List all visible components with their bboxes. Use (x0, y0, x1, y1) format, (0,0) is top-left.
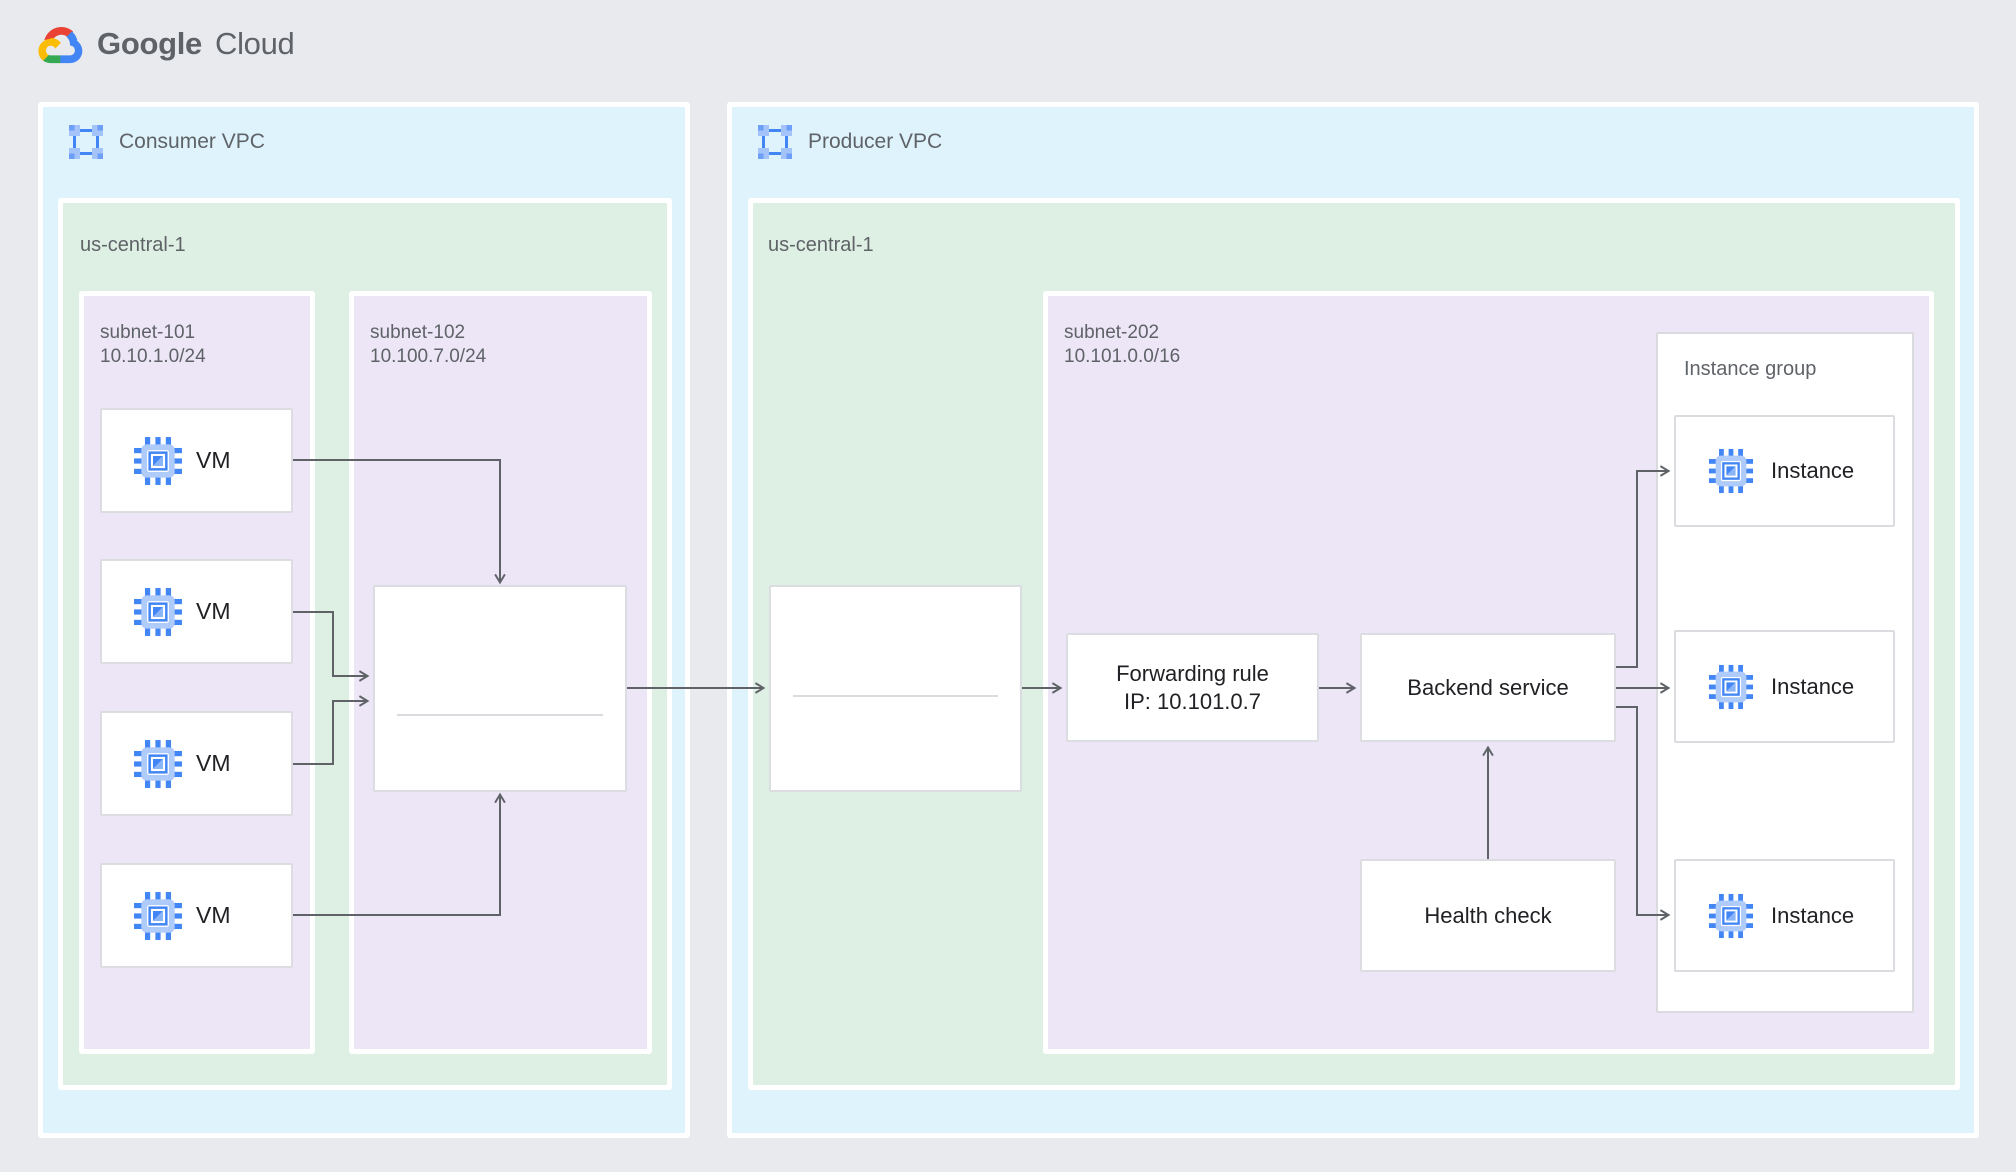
vm-node-2: VM (100, 559, 293, 664)
vm-label: VM (196, 750, 231, 776)
instance-node-2: Instance (1674, 630, 1895, 743)
psc-endpoint-node (373, 585, 627, 792)
vm-icon (133, 891, 183, 941)
vm-label: VM (196, 598, 231, 624)
subnet-202-label: subnet-202 10.101.0.0/16 (1064, 321, 1180, 369)
instance-node-1: Instance (1674, 415, 1895, 527)
vm-icon (133, 587, 183, 637)
forwarding-rule-node: Forwarding rule IP: 10.101.0.7 (1066, 633, 1319, 742)
vm-icon (133, 739, 183, 789)
instance-label: Instance (1771, 673, 1855, 699)
subnet-102-cidr: 10.100.7.0/24 (370, 346, 487, 367)
subnet-202-cidr: 10.101.0.0/16 (1064, 346, 1181, 367)
divider (793, 695, 998, 697)
google-cloud-logo: Google Cloud (36, 24, 295, 64)
service-attachment-node (769, 585, 1022, 792)
instance-label: Instance (1771, 458, 1855, 483)
google-cloud-logo-icon (36, 24, 84, 64)
instance-node-3: Instance (1674, 859, 1895, 972)
subnet-102-name: subnet-102 (370, 322, 466, 343)
producer-region-label: us-central-1 (768, 234, 874, 256)
vpc-network-icon (755, 122, 795, 162)
subnet-202-name: subnet-202 (1064, 322, 1160, 343)
vm-label: VM (196, 902, 231, 928)
subnet-102-label: subnet-102 10.100.7.0/24 (370, 321, 486, 369)
instance-icon (1708, 664, 1754, 710)
consumer-vpc-label: Consumer VPC (119, 130, 265, 153)
producer-vpc-label: Producer VPC (808, 130, 943, 153)
instance-icon (1708, 448, 1754, 494)
logo-text-cloud: Cloud (214, 26, 295, 61)
instance-label: Instance (1771, 902, 1855, 928)
logo-text-google: Google (97, 26, 202, 61)
subnet-101-label: subnet-101 10.10.1.0/24 (100, 321, 206, 369)
vm-node-3: VM (100, 711, 293, 816)
vm-icon (133, 436, 183, 486)
health-check-node: Health check (1360, 859, 1616, 972)
backend-service-node: Backend service (1360, 633, 1616, 742)
subnet-101-name: subnet-101 (100, 322, 196, 343)
vm-label: VM (196, 447, 231, 473)
vpc-network-icon (66, 122, 106, 162)
instance-icon (1708, 893, 1754, 939)
divider (397, 714, 603, 716)
producer-vpc-header: Producer VPC (755, 122, 942, 162)
consumer-vpc-header: Consumer VPC (66, 122, 265, 162)
instance-group-label: Instance group (1684, 358, 1817, 380)
subnet-101-cidr: 10.10.1.0/24 (100, 346, 206, 367)
consumer-region-label: us-central-1 (80, 234, 186, 256)
vm-node-4: VM (100, 863, 293, 968)
vm-node-1: VM (100, 408, 293, 513)
